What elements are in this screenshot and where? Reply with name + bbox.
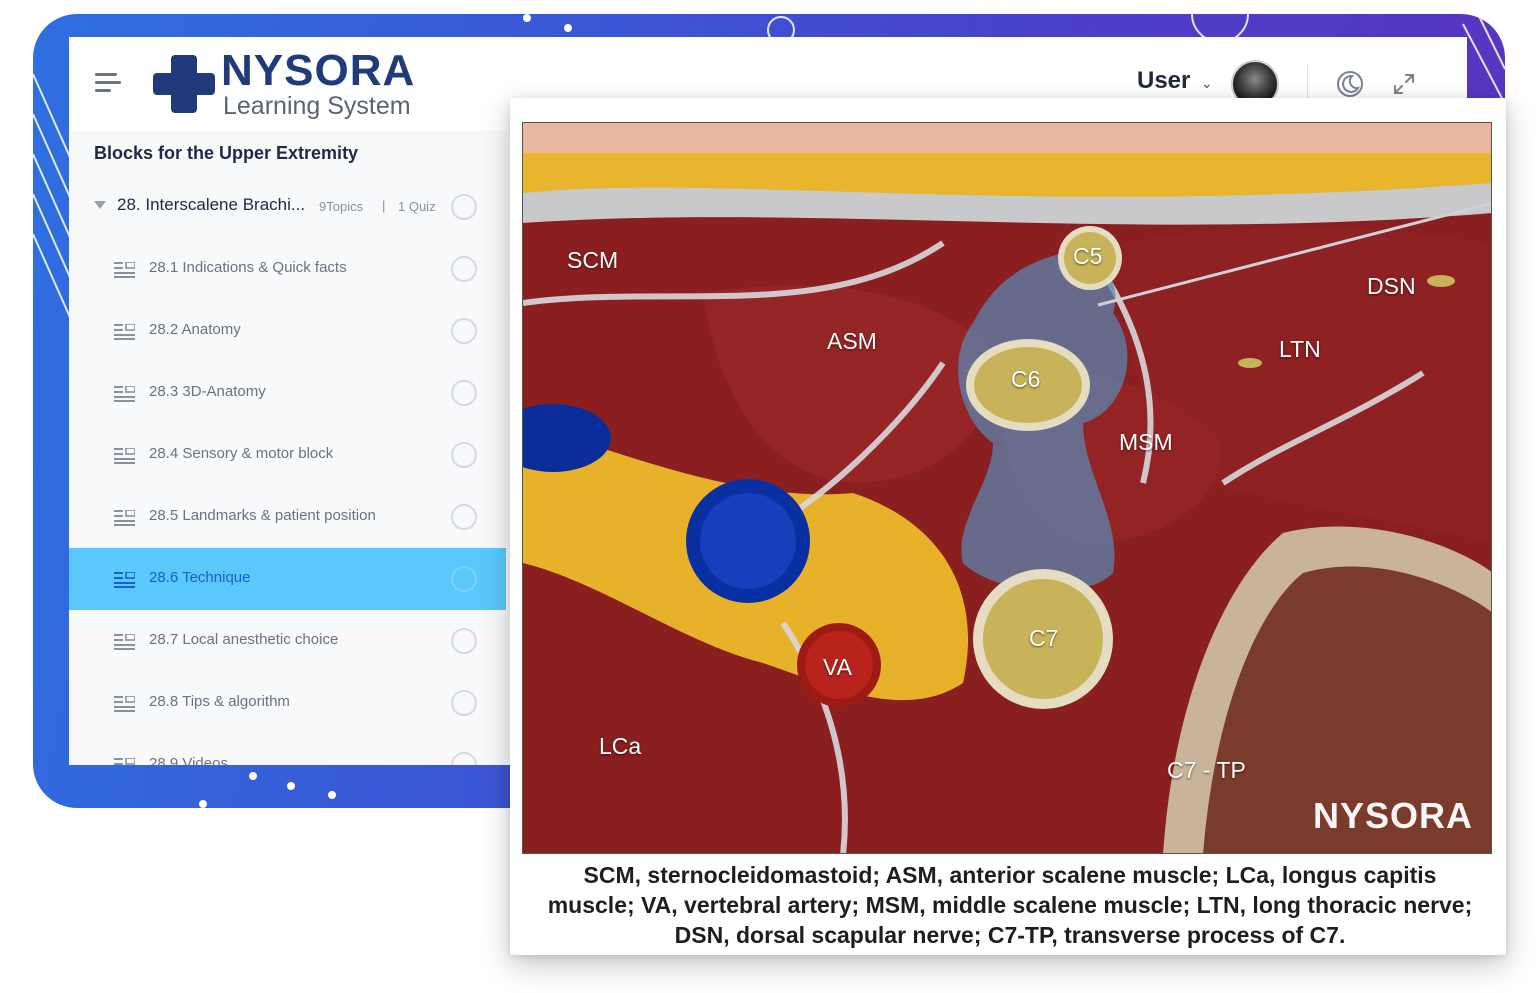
menu-icon[interactable] <box>95 71 123 95</box>
topic-label: 28.6 Technique <box>149 569 251 586</box>
moon-icon[interactable] <box>1335 69 1365 99</box>
progress-circle-icon <box>451 318 477 344</box>
topic-item[interactable]: 28.4 Sensory & motor block <box>69 424 506 486</box>
section-separator: | <box>382 198 386 213</box>
topic-item[interactable]: 28.9 Videos <box>69 734 506 765</box>
topic-item[interactable]: 28.3 3D-Anatomy <box>69 362 506 424</box>
figure-caption: SCM, sternocleidomastoid; ASM, anterior … <box>547 862 1473 948</box>
user-menu-label[interactable]: User <box>1137 67 1191 94</box>
topic-item-active[interactable]: 28.6 Technique <box>69 548 506 610</box>
divider <box>1307 65 1308 103</box>
lesson-icon <box>114 634 135 650</box>
topic-label: 28.1 Indications & Quick facts <box>149 259 347 276</box>
chevron-down-icon[interactable]: ⌄ <box>1201 75 1213 91</box>
section-label[interactable]: 28. Interscalene Brachi... <box>117 195 306 214</box>
progress-circle-icon <box>451 752 477 765</box>
label-c5: C5 <box>1073 243 1103 269</box>
topic-item[interactable]: 28.2 Anatomy <box>69 300 506 362</box>
expand-icon[interactable] <box>1389 69 1419 99</box>
topic-label: 28.7 Local anesthetic choice <box>149 631 339 648</box>
progress-circle-icon <box>451 256 477 282</box>
topic-label: 28.9 Videos <box>149 755 228 765</box>
lesson-icon <box>114 448 135 464</box>
anatomy-illustration: SCM ASM C5 C6 DSN LTN MSM C7 VA LCa C7 -… <box>522 122 1492 854</box>
progress-circle-icon <box>451 442 477 468</box>
progress-circle-icon <box>451 566 477 592</box>
topic-item[interactable]: 28.8 Tips & algorithm <box>69 672 506 734</box>
label-ltn: LTN <box>1279 336 1321 362</box>
lesson-icon <box>114 510 135 526</box>
progress-circle-icon <box>451 194 477 220</box>
lesson-icon <box>114 324 135 340</box>
label-dsn: DSN <box>1367 273 1416 299</box>
label-asm: ASM <box>827 328 877 354</box>
topic-label: 28.2 Anatomy <box>149 321 241 338</box>
lesson-icon <box>114 386 135 402</box>
progress-circle-icon <box>451 628 477 654</box>
topic-label: 28.8 Tips & algorithm <box>149 693 290 710</box>
figure-watermark: NYSORA <box>1312 795 1473 836</box>
label-c7-tp: C7 - TP <box>1167 757 1246 783</box>
figure-card: SCM ASM C5 C6 DSN LTN MSM C7 VA LCa C7 -… <box>510 98 1506 955</box>
label-va: VA <box>823 654 852 680</box>
label-c6: C6 <box>1011 366 1041 392</box>
logo-cross-icon <box>153 55 215 113</box>
topic-item[interactable]: 28.1 Indications & Quick facts <box>69 238 506 300</box>
label-c7: C7 <box>1029 625 1059 651</box>
lesson-icon <box>114 262 135 278</box>
topic-label: 28.5 Landmarks & patient position <box>149 507 376 524</box>
lesson-icon <box>114 696 135 712</box>
section-topic-count: 9Topics <box>319 199 364 214</box>
label-lca: LCa <box>599 733 642 759</box>
progress-circle-icon <box>451 690 477 716</box>
progress-circle-icon <box>451 504 477 530</box>
topic-item[interactable]: 28.7 Local anesthetic choice <box>69 610 506 672</box>
logo-subtitle: Learning System <box>223 92 411 120</box>
nysora-logo[interactable]: NYSORA Learning System <box>153 49 423 121</box>
label-scm: SCM <box>567 247 619 273</box>
progress-circle-icon <box>451 380 477 406</box>
topic-item[interactable]: 28.5 Landmarks & patient position <box>69 486 506 548</box>
course-title: Blocks for the Upper Extremity <box>94 143 359 163</box>
logo-word: NYSORA <box>221 46 416 95</box>
section-quiz-count: 1 Quiz <box>398 199 436 214</box>
course-sidebar: Blocks for the Upper Extremity 28. Inter… <box>69 131 506 765</box>
caret-down-icon[interactable] <box>94 201 106 209</box>
lesson-icon <box>114 758 135 765</box>
lesson-icon <box>114 572 135 588</box>
topic-label: 28.4 Sensory & motor block <box>149 445 334 462</box>
section-interscalene[interactable]: 28. Interscalene Brachi... 9Topics | 1 Q… <box>69 177 506 237</box>
label-msm: MSM <box>1119 429 1173 455</box>
topic-label: 28.3 3D-Anatomy <box>149 383 266 400</box>
